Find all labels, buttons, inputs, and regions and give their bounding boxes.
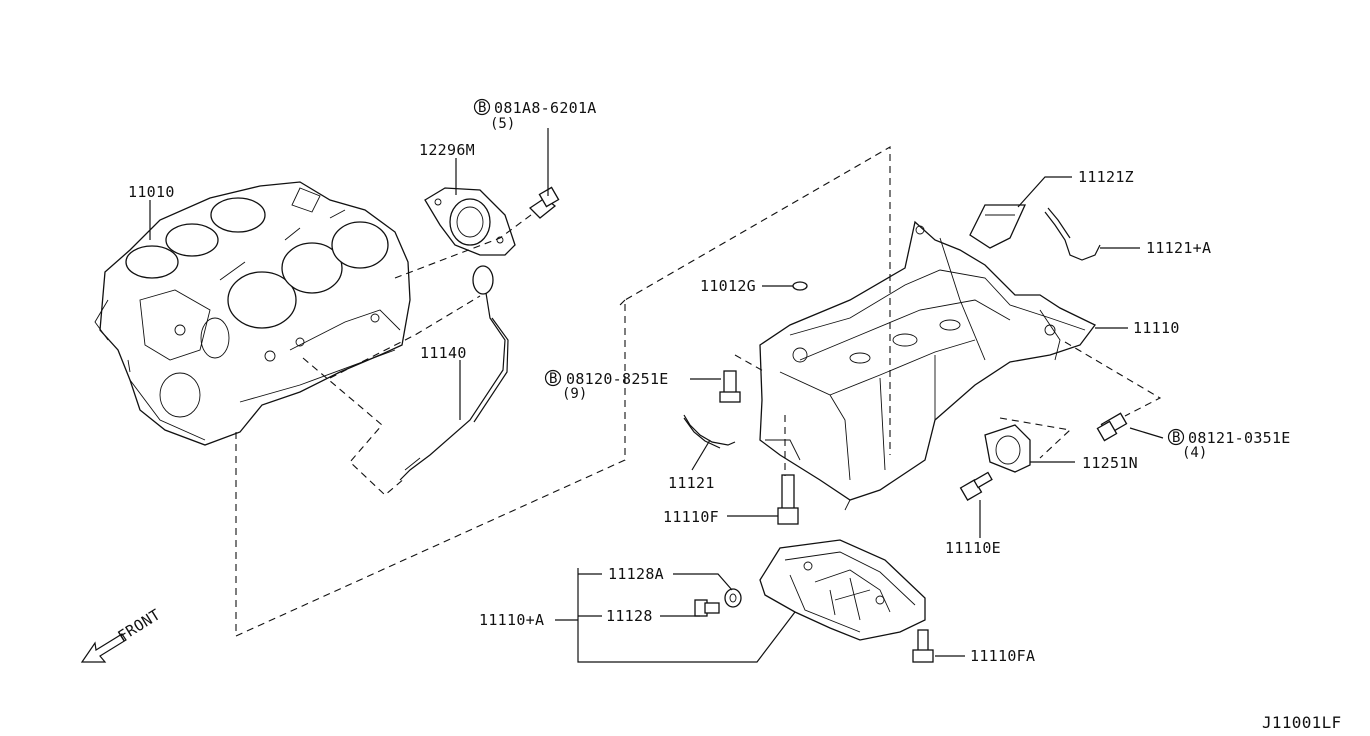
label-11110a: 11110+A xyxy=(479,611,544,629)
baffle-11121z xyxy=(969,204,1027,249)
label-11140: 11140 xyxy=(420,344,467,362)
label-08121-qty: (4) xyxy=(1182,445,1207,461)
diagram-id: J11001LF xyxy=(1262,713,1341,732)
drain-washer xyxy=(724,588,742,608)
label-11110f: 11110F xyxy=(663,508,719,526)
plug-11012g xyxy=(792,281,808,291)
bolt-11110f xyxy=(777,474,799,525)
bolt-11110e xyxy=(959,471,993,501)
label-08121-0351e: 08121-0351E xyxy=(1188,429,1291,447)
bolt-symbol-icon xyxy=(473,98,1185,446)
oil-pan-upper xyxy=(759,220,1096,511)
label-081a8-6201a: 081A8-6201A xyxy=(494,99,597,117)
bolt-symbol-3: B xyxy=(1172,430,1180,446)
label-081a8-qty: (5) xyxy=(490,116,515,132)
label-11121: 11121 xyxy=(668,474,715,492)
bolt-symbol-2: B xyxy=(549,371,557,387)
label-11251n: 11251N xyxy=(1082,454,1138,472)
cylinder-block xyxy=(94,181,411,446)
label-11110: 11110 xyxy=(1133,319,1180,337)
label-11121z: 11121Z xyxy=(1078,168,1134,186)
baffle-11121 xyxy=(683,414,736,449)
label-11121a: 11121+A xyxy=(1146,239,1211,257)
tube-11121a xyxy=(1044,207,1101,261)
oil-level-gauge xyxy=(399,265,509,481)
front-arrow-icon xyxy=(80,633,127,663)
label-11128a: 11128A xyxy=(608,565,664,583)
label-11110fa: 11110FA xyxy=(970,647,1035,665)
bolt-081a8 xyxy=(528,186,560,219)
label-11110e: 11110E xyxy=(945,539,1001,557)
label-08120-qty: (9) xyxy=(562,386,587,402)
label-12296m: 12296M xyxy=(419,141,475,159)
oil-seal-retainer xyxy=(424,187,516,256)
gasket-11251n xyxy=(984,424,1031,473)
label-08120-8251e: 08120-8251E xyxy=(566,370,669,388)
bolt-11110fa xyxy=(912,629,934,663)
front-label: FRONT xyxy=(115,605,164,645)
bolt-08120 xyxy=(719,370,741,403)
leader-lines xyxy=(149,128,1164,663)
bolt-symbol-1: B xyxy=(478,100,486,116)
oil-pan-lower xyxy=(759,539,926,641)
drain-plug xyxy=(694,599,720,617)
dashed-reference-lines xyxy=(235,146,1162,637)
label-11010: 11010 xyxy=(128,183,175,201)
label-11012g: 11012G xyxy=(700,277,756,295)
bolt-08121 xyxy=(1096,412,1128,442)
label-11128: 11128 xyxy=(606,607,653,625)
